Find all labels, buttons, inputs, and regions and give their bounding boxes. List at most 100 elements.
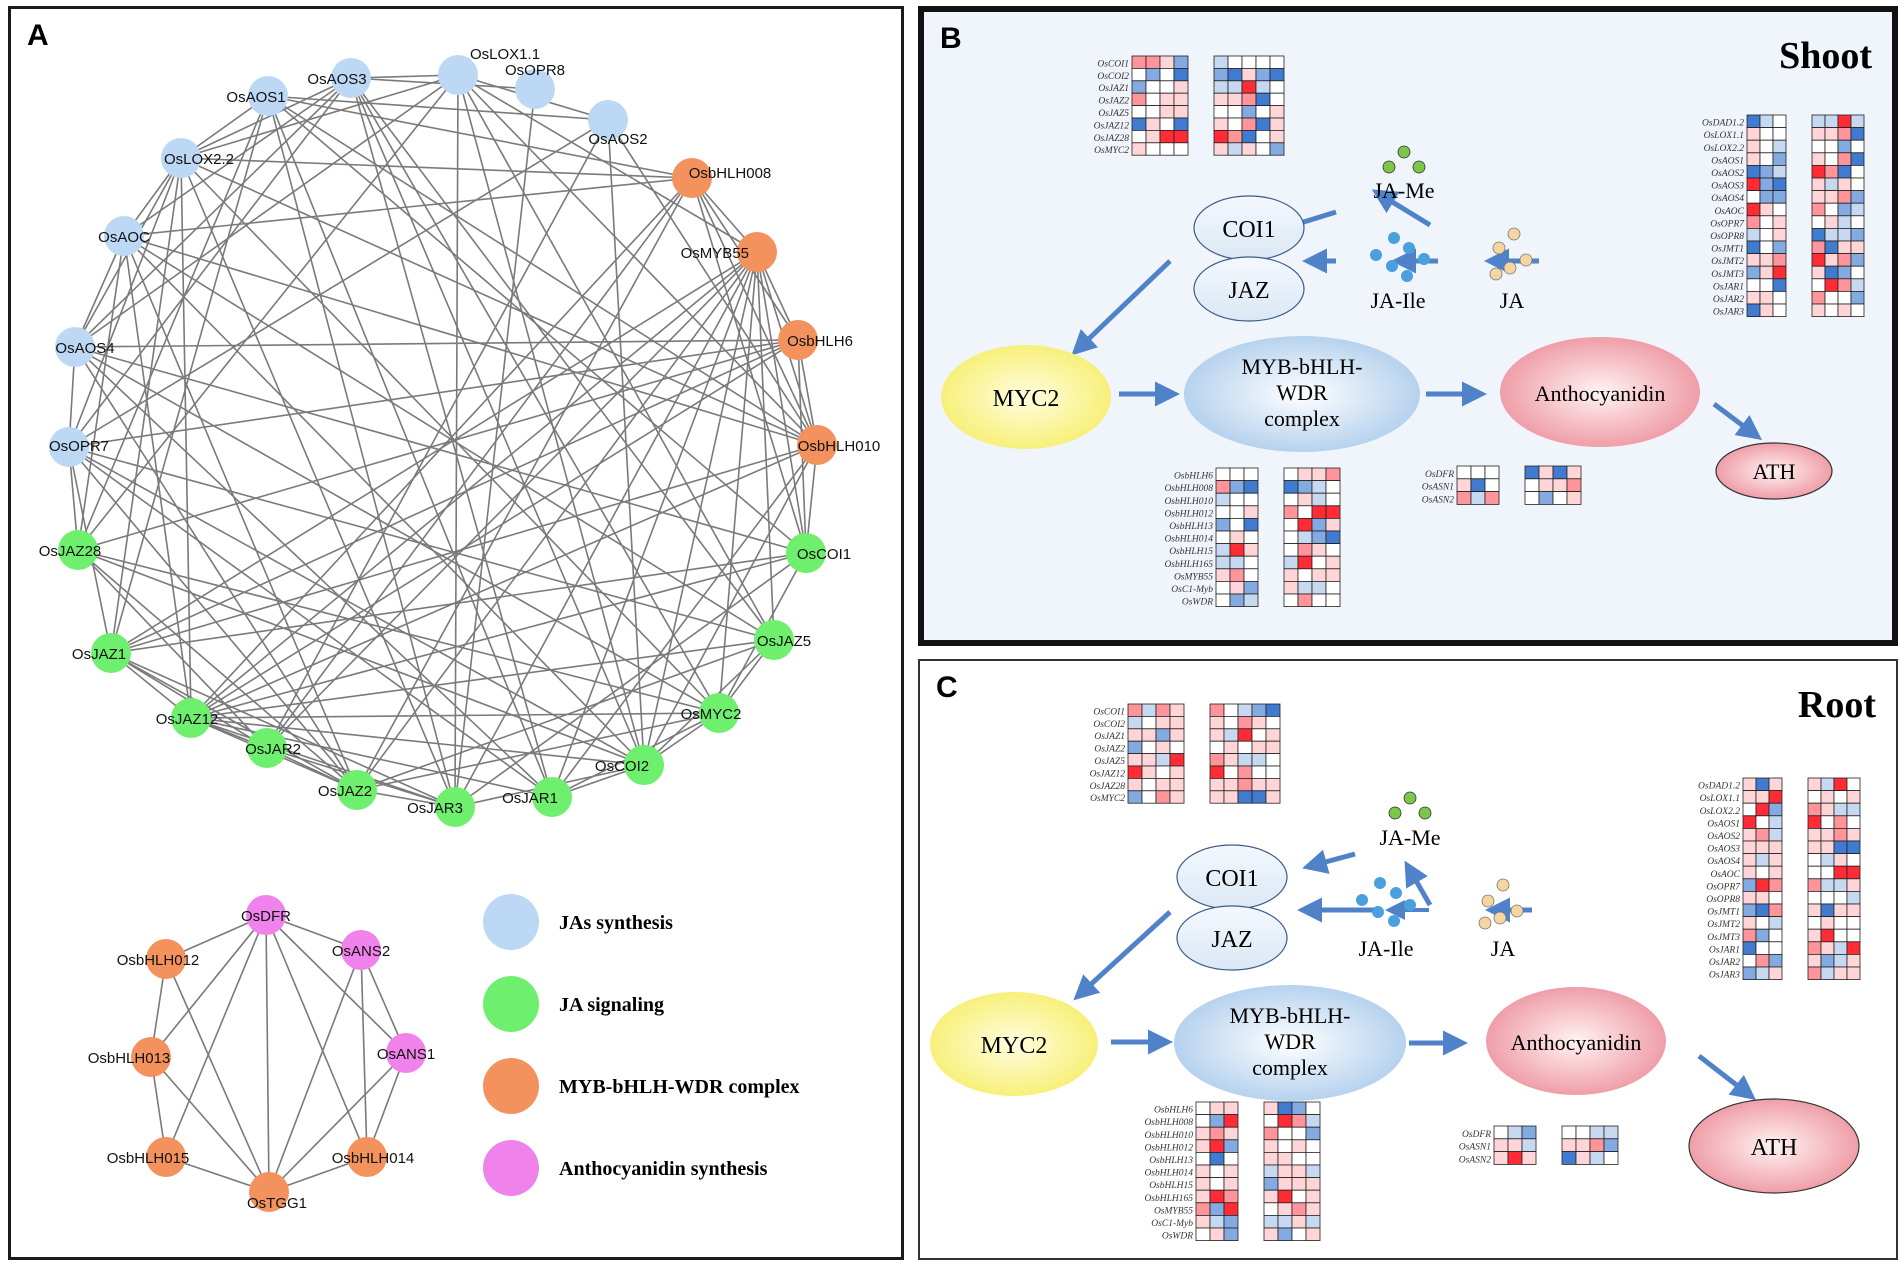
heatmap-cell bbox=[1215, 568, 1231, 582]
network-edge bbox=[457, 74, 818, 446]
heatmap-cell bbox=[1127, 790, 1143, 804]
heatmap-cell bbox=[1209, 1177, 1225, 1191]
heatmap-cell bbox=[1772, 253, 1787, 267]
heatmap-cell bbox=[1768, 941, 1783, 955]
heatmap-cell bbox=[1291, 1164, 1307, 1179]
network-node-label: OsJAZ12 bbox=[156, 711, 219, 728]
heatmap-cell bbox=[1820, 827, 1835, 842]
heatmap-cell bbox=[1746, 215, 1761, 229]
network-edge bbox=[190, 339, 799, 719]
legend-swatch bbox=[483, 1140, 539, 1196]
svg-text:complex: complex bbox=[1264, 406, 1340, 431]
svg-text:JA: JA bbox=[1500, 288, 1525, 313]
network-nodes: OsLOX1.1OsOPR8OsAOS2OsbHLH008OsMYB55OsbH… bbox=[39, 46, 880, 827]
heatmap-cell bbox=[1311, 543, 1327, 557]
network-node-label: OsJAR3 bbox=[407, 800, 463, 817]
heatmap-cell bbox=[1772, 127, 1787, 141]
svg-text:JA: JA bbox=[1491, 936, 1516, 961]
network-edge bbox=[454, 74, 459, 808]
heatmap-cell bbox=[1742, 790, 1757, 804]
node-ja-me: JA-Me bbox=[1379, 791, 1441, 850]
heatmap-gene-label: OsAOS4 bbox=[1707, 857, 1740, 867]
network-edge bbox=[123, 77, 352, 237]
heatmap-cell bbox=[1772, 114, 1787, 129]
heatmap-cell bbox=[1305, 1126, 1321, 1141]
heatmap-cell bbox=[1824, 177, 1839, 192]
heatmap-gene-label: OsbHLH010 bbox=[1164, 497, 1213, 507]
panel-c-root: C Root COI1 JAZ bbox=[918, 659, 1898, 1260]
svg-text:JA-Ile: JA-Ile bbox=[1359, 936, 1414, 961]
heatmap-cell bbox=[1521, 1151, 1537, 1165]
heatmap-cell bbox=[1807, 953, 1822, 968]
heatmap-cell bbox=[1155, 790, 1171, 804]
heatmap-cell bbox=[1243, 568, 1259, 582]
legend-swatch bbox=[483, 894, 539, 950]
heatmap-cell bbox=[1209, 1189, 1225, 1204]
heatmap-cell bbox=[1305, 1101, 1321, 1116]
heatmap-cell bbox=[1265, 790, 1281, 804]
heatmap-cell bbox=[1755, 853, 1770, 867]
heatmap-cell bbox=[1772, 240, 1787, 255]
heatmap-cell bbox=[1251, 778, 1267, 792]
heatmap-cell bbox=[1807, 827, 1822, 842]
heatmap-cell bbox=[1277, 1189, 1293, 1204]
network-node bbox=[331, 58, 371, 98]
heatmap-cell bbox=[1141, 716, 1157, 730]
heatmap-cell bbox=[1824, 278, 1839, 292]
network-edge bbox=[68, 339, 799, 448]
heatmap-gene-label: OsOPR7 bbox=[1710, 219, 1745, 229]
svg-text:ATH: ATH bbox=[1751, 1135, 1798, 1161]
network-edge bbox=[350, 77, 720, 714]
small-network-nodes: OsDFROsANS2OsANS1OsbHLH014OsTGG1OsbHLH01… bbox=[88, 895, 435, 1212]
heatmap-cell bbox=[1215, 467, 1231, 482]
heatmap-gene-label: OsLOX1.1 bbox=[1704, 131, 1744, 141]
heatmap-cell bbox=[1772, 139, 1787, 154]
heatmap-gene-label: OsbHLH014 bbox=[1164, 535, 1213, 545]
heatmap-cell bbox=[1768, 890, 1783, 905]
heatmap-cell bbox=[1325, 505, 1341, 519]
heatmap-gene-label: OsbHLH008 bbox=[1144, 1118, 1193, 1128]
heatmap-cell bbox=[1195, 1202, 1211, 1216]
heatmap-cell bbox=[1173, 80, 1189, 94]
heatmap-cell bbox=[1173, 142, 1189, 156]
legend-label: JAs synthesis bbox=[559, 912, 673, 934]
heatmap-cell bbox=[1169, 753, 1185, 767]
heatmap-cell bbox=[1759, 303, 1774, 318]
heatmap-cell bbox=[1768, 928, 1783, 943]
heatmap-cell bbox=[1566, 478, 1582, 492]
network-node-label: OsAOS3 bbox=[307, 71, 366, 88]
network-node-label: OsbHLH015 bbox=[107, 1150, 190, 1167]
heatmap-cell bbox=[1209, 1139, 1225, 1153]
network-edge bbox=[265, 914, 407, 1054]
heatmap-cell bbox=[1850, 290, 1865, 305]
heatmap-cell bbox=[1768, 802, 1783, 817]
heatmap-cell bbox=[1159, 80, 1175, 94]
network-edge bbox=[123, 235, 645, 766]
heatmap-cell bbox=[1243, 543, 1259, 557]
heatmap-gene-label: OsMYC2 bbox=[1094, 146, 1129, 156]
network-node-label: OsbHLH013 bbox=[88, 1050, 171, 1067]
network-edge bbox=[180, 77, 352, 159]
heatmap-cell bbox=[1820, 966, 1835, 981]
heatmap-cell bbox=[1807, 878, 1822, 892]
heatmap-cell bbox=[1127, 778, 1143, 792]
heatmap-cell bbox=[1746, 240, 1761, 255]
heatmap-cell bbox=[1229, 492, 1245, 507]
heatmap-gene-label: OsbHLH6 bbox=[1174, 472, 1213, 482]
heatmap-cell bbox=[1223, 703, 1239, 717]
heatmap-cell bbox=[1169, 728, 1185, 742]
heatmap-cell bbox=[1807, 777, 1822, 792]
heatmap-cell bbox=[1742, 916, 1757, 930]
heatmap-cell bbox=[1213, 117, 1229, 131]
heatmap-cell bbox=[1241, 105, 1257, 119]
svg-text:Anthocyanidin: Anthocyanidin bbox=[1511, 1030, 1642, 1055]
heatmap-cell bbox=[1768, 827, 1783, 842]
network-edge bbox=[265, 914, 368, 1158]
heatmap-cell bbox=[1311, 568, 1327, 582]
network-edge bbox=[110, 339, 799, 654]
heatmap-cell bbox=[1243, 530, 1259, 545]
network-node bbox=[347, 1137, 387, 1177]
node-jaz: JAZ bbox=[1176, 905, 1288, 971]
node-anthocyanidin: Anthocyanidin bbox=[1500, 337, 1700, 447]
heatmap-cell bbox=[1846, 802, 1861, 817]
